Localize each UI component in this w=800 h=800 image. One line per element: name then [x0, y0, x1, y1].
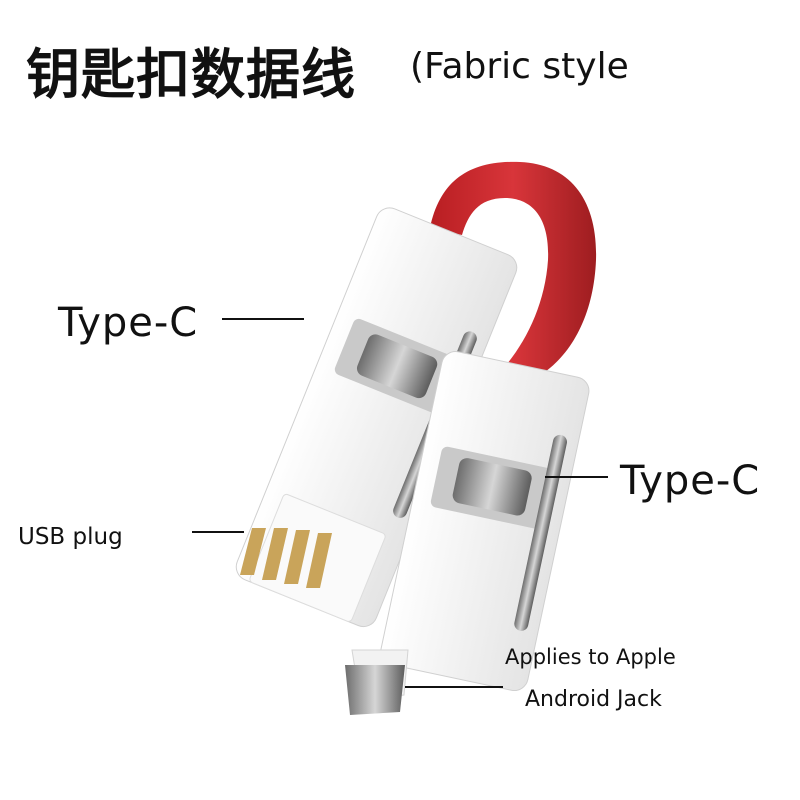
product-title-english: (Fabric style	[410, 46, 629, 87]
product-title-chinese: 钥匙扣数据线	[26, 43, 356, 106]
callout-line-usb-plug	[192, 531, 244, 533]
callout-line-type-c-left	[222, 318, 304, 320]
callout-line-type-c-right	[545, 476, 608, 478]
label-android-jack: Android Jack	[525, 687, 662, 712]
right-connector	[380, 351, 590, 692]
label-type-c-right: Type-C	[620, 458, 761, 504]
fabric-strap	[430, 161, 597, 372]
callout-line-android-jack	[405, 686, 503, 688]
label-applies-to-apple: Applies to Apple	[505, 645, 676, 669]
label-usb-plug: USB plug	[18, 524, 123, 550]
usb-contacts	[240, 528, 332, 588]
micro-usb-jack	[345, 649, 409, 715]
label-type-c-left: Type-C	[58, 300, 199, 346]
